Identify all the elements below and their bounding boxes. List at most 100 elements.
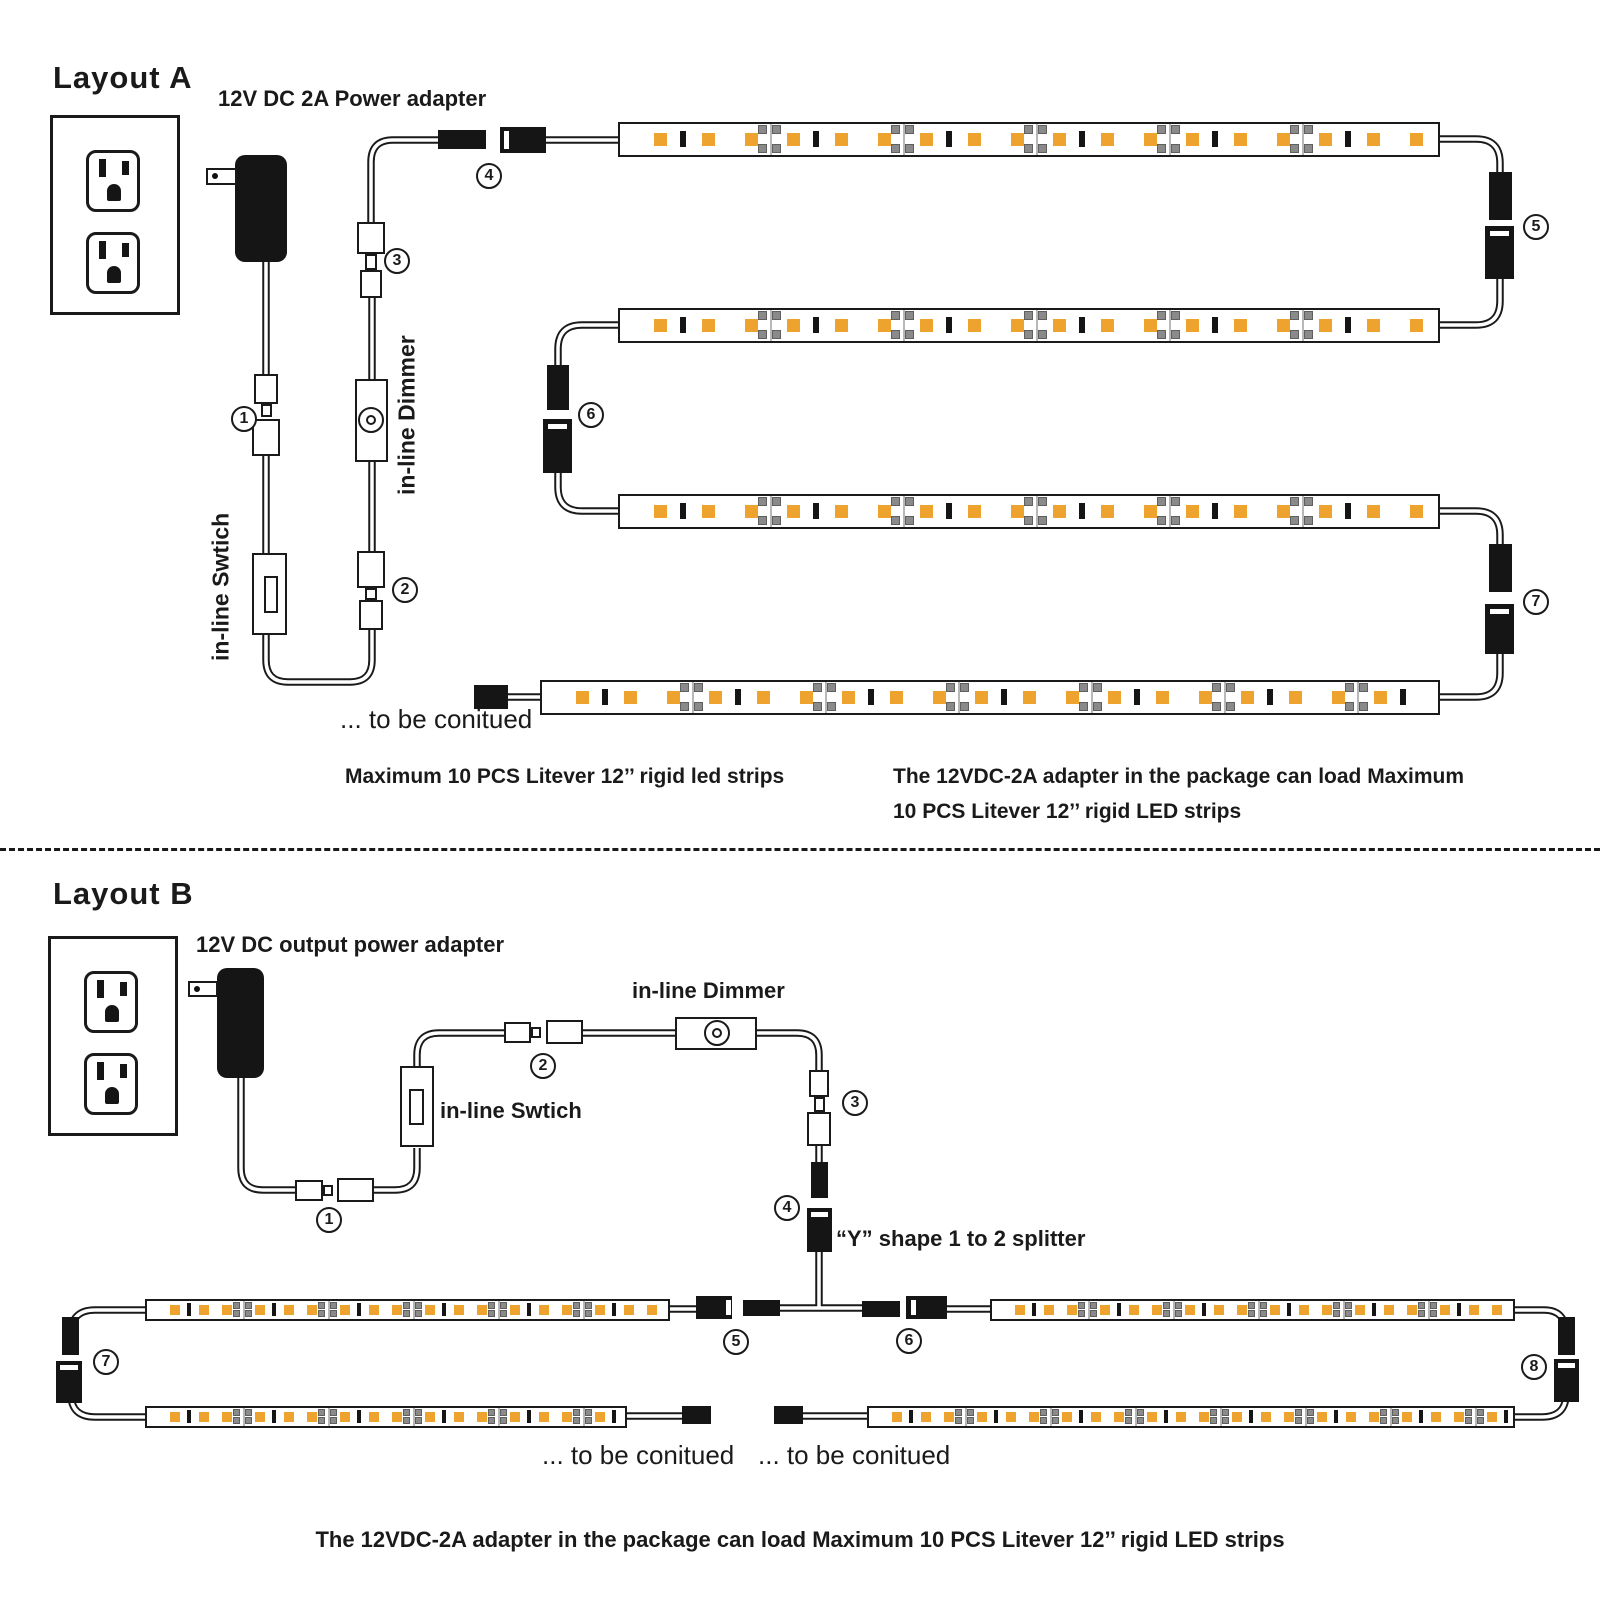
connector-slot	[726, 1300, 731, 1315]
solder-pad	[1090, 1310, 1097, 1317]
solder-pad	[1079, 702, 1088, 711]
solder-pad	[585, 1310, 592, 1317]
solder-pad	[827, 702, 836, 711]
resistor-chip	[1249, 1410, 1253, 1423]
solder-pad	[585, 1417, 592, 1424]
solder-pad	[1038, 516, 1047, 525]
led-chip	[702, 318, 715, 332]
dc-connector	[365, 254, 377, 270]
strip-joint	[903, 310, 905, 341]
dc-connector	[295, 1180, 323, 1201]
dc-connector-black	[774, 1406, 803, 1424]
led-chip	[539, 1411, 549, 1422]
resistor-chip	[680, 131, 686, 147]
connector-slot	[911, 1300, 916, 1315]
solder-pad	[891, 516, 900, 525]
resistor-chip	[1345, 503, 1351, 519]
led-chip	[1199, 1411, 1209, 1422]
solder-pad	[1171, 144, 1180, 153]
led-chip	[1011, 504, 1024, 518]
led-chip	[477, 1304, 487, 1315]
power-adapter	[235, 155, 287, 262]
led-chip	[1186, 504, 1199, 518]
solder-pad	[758, 311, 767, 320]
led-chip	[654, 318, 667, 332]
led-chip	[933, 690, 946, 704]
wire	[556, 323, 620, 370]
dimmer-knob-center	[712, 1028, 722, 1038]
solder-pad	[1418, 1310, 1425, 1317]
strip-joint	[1390, 1408, 1392, 1426]
solder-pad	[1163, 1310, 1170, 1317]
solder-pad	[1380, 1417, 1387, 1424]
solder-pad	[1052, 1417, 1059, 1424]
connector-slot	[1558, 1363, 1575, 1368]
outlet-receptacle	[86, 150, 140, 212]
solder-pad	[905, 330, 914, 339]
strip-joint	[243, 1408, 245, 1426]
dc-connector-black	[862, 1301, 900, 1317]
connector-number-badge: 4	[774, 1195, 800, 1221]
led-strip	[618, 494, 1440, 529]
solder-pad	[955, 1417, 962, 1424]
led-chip	[1410, 504, 1423, 518]
solder-pad	[758, 497, 767, 506]
led-chip	[757, 690, 770, 704]
led-chip	[340, 1411, 350, 1422]
solder-pad	[758, 144, 767, 153]
solder-pad	[1248, 1302, 1255, 1309]
layout-b-continued-right: ... to be conitued	[758, 1440, 951, 1470]
solder-pad	[500, 1302, 507, 1309]
strip-joint	[692, 682, 694, 713]
led-chip	[255, 1304, 265, 1315]
connector-slot	[548, 424, 567, 429]
solder-pad	[813, 702, 822, 711]
led-chip	[1367, 318, 1380, 332]
solder-pad	[1038, 330, 1047, 339]
connector-number-badge: 3	[384, 248, 410, 274]
led-chip	[1346, 1411, 1356, 1422]
strip-joint	[903, 124, 905, 155]
resistor-chip	[1032, 1303, 1036, 1316]
solder-pad	[1392, 1409, 1399, 1416]
solder-pad	[905, 516, 914, 525]
outlet-ground-hole	[107, 184, 121, 201]
solder-pad	[233, 1417, 240, 1424]
connector-number-badge: 6	[896, 1328, 922, 1354]
led-chip	[1299, 1304, 1309, 1315]
solder-pad	[1038, 125, 1047, 134]
solder-pad	[1078, 1302, 1085, 1309]
led-chip	[968, 318, 981, 332]
connector-slot	[811, 1212, 828, 1217]
solder-pad	[1093, 683, 1102, 692]
solder-pad	[1040, 1417, 1047, 1424]
dc-connector	[357, 222, 385, 254]
connector-number-badge: 2	[530, 1053, 556, 1079]
solder-pad	[1210, 1417, 1217, 1424]
connector-number-badge: 7	[93, 1349, 119, 1375]
dc-connector	[357, 551, 385, 588]
resistor-chip	[527, 1303, 531, 1316]
solder-pad	[1137, 1409, 1144, 1416]
strip-joint	[1169, 124, 1171, 155]
led-chip	[709, 690, 722, 704]
dc-connector-black	[62, 1317, 79, 1355]
dc-connector-black	[1489, 544, 1512, 592]
led-chip	[199, 1304, 209, 1315]
led-chip	[944, 1411, 954, 1422]
led-chip	[1402, 1411, 1412, 1422]
resistor-chip	[813, 131, 819, 147]
led-chip	[1319, 318, 1332, 332]
led-chip	[1407, 1304, 1417, 1315]
led-chip	[920, 504, 933, 518]
solder-pad	[403, 1409, 410, 1416]
solder-pad	[758, 125, 767, 134]
connector-number-badge: 8	[1521, 1354, 1547, 1380]
strip-joint	[903, 496, 905, 527]
solder-pad	[772, 125, 781, 134]
connector-number-badge: 5	[1523, 214, 1549, 240]
strip-joint	[1475, 1408, 1477, 1426]
strip-joint	[1258, 1301, 1260, 1319]
solder-pad	[500, 1409, 507, 1416]
led-chip	[170, 1304, 180, 1315]
